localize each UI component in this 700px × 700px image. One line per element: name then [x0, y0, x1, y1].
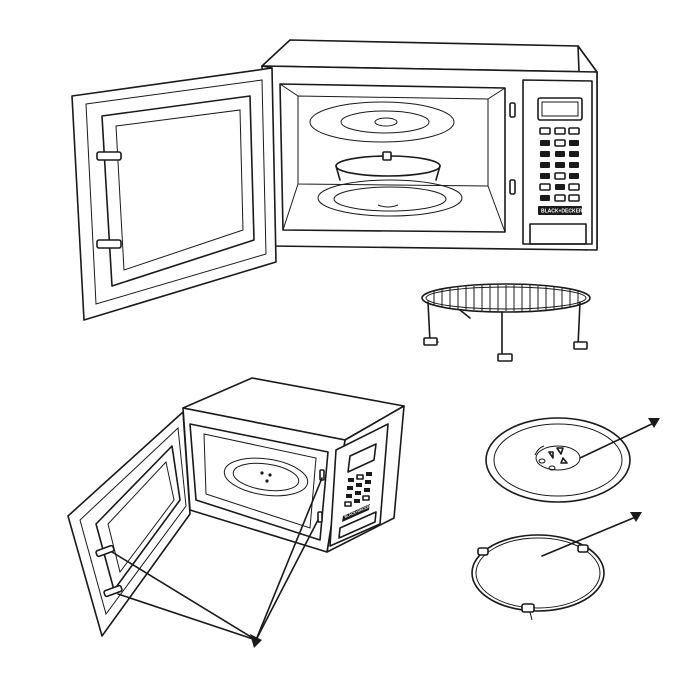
control-panel-bottom: BLACK+DECKER	[329, 423, 389, 547]
microwave-top-door	[71, 65, 277, 321]
door-release-bar	[529, 223, 587, 245]
callout-pointers-hinges	[111, 477, 323, 648]
microwave-top-cavity	[279, 83, 516, 233]
display-window	[537, 97, 583, 121]
keypad	[539, 127, 580, 202]
brand-text-top: BLACK+DECKER	[541, 209, 583, 215]
wire-rack	[421, 283, 591, 362]
arrowhead-icon	[250, 634, 262, 648]
arrowhead-icon	[630, 512, 642, 522]
control-panel-top: BLACK+DECKER	[522, 79, 593, 245]
brand-label-top	[538, 206, 582, 215]
door-hinge-upper	[96, 151, 122, 161]
microwave-bottom-cavity	[189, 423, 329, 541]
brand-label-bottom	[342, 504, 370, 522]
microwave-bottom: BLACK+DECKER	[67, 377, 405, 637]
door-hinge-lower	[96, 239, 122, 249]
door-window	[101, 95, 255, 287]
arrowhead-icon	[648, 418, 660, 428]
microwave-top: BLACK+DECKER	[71, 39, 598, 321]
microwave-bottom-door	[67, 411, 191, 637]
display-window-bottom	[347, 443, 377, 473]
callout-pointer-turntable	[579, 418, 660, 459]
glass-turntable	[485, 417, 631, 503]
callout-pointer-roller-ring	[541, 512, 642, 557]
roller-ring	[471, 534, 605, 621]
